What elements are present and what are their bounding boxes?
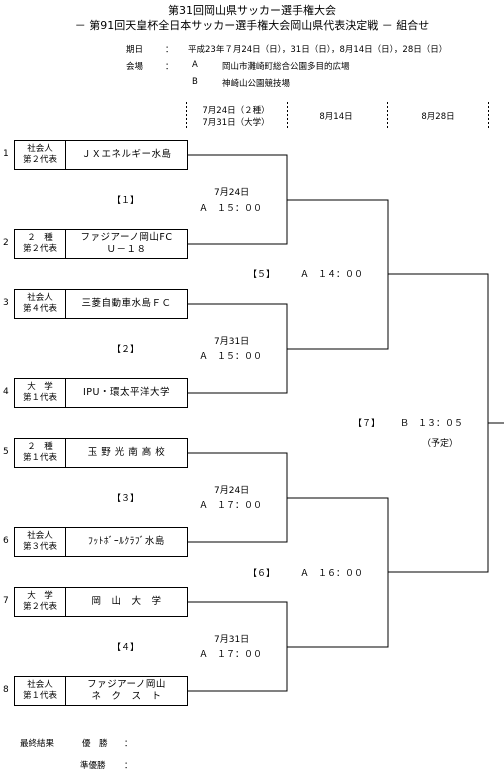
team-seed: 第１代表 [22, 393, 57, 403]
team-category: 大 学 [27, 382, 53, 392]
team-box: 大 学第２代表 岡 山 大 学 [14, 587, 188, 617]
round2-label: 8月14日 [319, 112, 353, 122]
team-box: ２ 種第１代表 玉 野 光 南 高 校 [14, 438, 188, 468]
page-subtitle: － 第91回天皇杯全日本サッカー選手権大会岡山県代表決定戦 － 組合せ [74, 19, 430, 32]
team-name: ＪＸエネルギー水島 [81, 149, 172, 160]
winner-sep: ： [124, 739, 133, 749]
team-number: 4 [3, 387, 9, 397]
match-id: 【７】 [353, 419, 381, 429]
team-number: 5 [3, 447, 9, 457]
team-category: ２ 種 [27, 442, 53, 452]
team-name: ファジアーノ岡山 [87, 679, 166, 690]
period-sep: ： [165, 45, 174, 55]
match-id: 【６】 [248, 569, 276, 579]
match-id: 【５】 [248, 270, 276, 280]
team-seed: 第２代表 [22, 244, 57, 254]
round3-label: 8月28日 [421, 112, 455, 122]
match-date: 7月31日 [214, 635, 250, 645]
venue-b-code: B [192, 77, 198, 87]
team-number: 6 [3, 536, 9, 546]
runner-up-label: 準優勝 [80, 761, 106, 771]
match-time: Ａ １５：００ [199, 352, 263, 362]
team-category: 大 学 [27, 591, 53, 601]
match-id: 【１】 [112, 196, 140, 206]
team-seed: 第３代表 [22, 542, 57, 552]
match-id: 【３】 [112, 494, 140, 504]
match-time: Ａ １６：００ [300, 569, 364, 579]
match-note: （予定） [422, 439, 459, 449]
team-box: 社会人第３代表 ﾌｯﾄﾎﾞｰﾙｸﾗﾌﾞ水島 [14, 527, 188, 557]
venue-b-name: 神崎山公園競技場 [222, 79, 291, 89]
match-date: 7月24日 [214, 486, 250, 496]
match-time: Ａ １７：００ [199, 650, 263, 660]
match-time: Ａ １５：００ [199, 204, 263, 214]
team-name: ﾌｯﾄﾎﾞｰﾙｸﾗﾌﾞ水島 [88, 536, 165, 547]
match-id: 【４】 [112, 643, 140, 653]
match-time: Ａ １４：００ [300, 270, 364, 280]
team-box: 大 学第１代表 IPU・環太平洋大学 [14, 378, 188, 408]
round1-line1: 7月24日（２種） [202, 106, 270, 116]
team-category: 社会人 [27, 144, 53, 154]
round1-line2: 7月31日（大学） [202, 118, 270, 128]
team-number: 8 [3, 685, 9, 695]
venue-a-name: 岡山市灘崎町総合公園多目的広場 [222, 62, 350, 72]
team-name-line2: ネ ク ス ト [91, 691, 162, 702]
team-seed: 第２代表 [22, 602, 57, 612]
team-category: 社会人 [27, 531, 53, 541]
venue-a-code: A [192, 60, 198, 70]
team-number: 3 [3, 298, 9, 308]
team-category: 社会人 [27, 293, 53, 303]
team-box: 社会人第１代表 ファジアーノ岡山ネ ク ス ト [14, 676, 188, 706]
team-number: 7 [3, 596, 9, 606]
team-name-line2: Ｕ－１８ [106, 244, 147, 255]
runner-up-sep: ： [124, 761, 133, 771]
team-number: 2 [3, 238, 9, 248]
team-seed: 第１代表 [22, 691, 57, 701]
winner-label: 優 勝 [82, 739, 108, 749]
period-label: 期日 [126, 45, 144, 55]
match-date: 7月31日 [214, 337, 250, 347]
page-title: 第31回岡山県サッカー選手権大会 [168, 4, 336, 17]
team-seed: 第４代表 [22, 304, 57, 314]
team-seed: 第１代表 [22, 453, 57, 463]
team-seed: 第２代表 [22, 155, 57, 165]
match-time: Ｂ １３：０５ [400, 419, 464, 429]
team-category: 社会人 [27, 680, 53, 690]
venue-sep: ： [165, 62, 174, 72]
venue-label: 会場 [126, 62, 144, 72]
team-name: 玉 野 光 南 高 校 [87, 447, 166, 458]
team-box: 社会人第２代表 ＪＸエネルギー水島 [14, 140, 188, 170]
match-id: 【２】 [112, 345, 140, 355]
team-category: ２ 種 [27, 233, 53, 243]
match-time: Ａ １７：００ [199, 501, 263, 511]
match-date: 7月24日 [214, 188, 250, 198]
team-name: ファジアーノ岡山FC [80, 232, 173, 243]
team-name: 岡 山 大 学 [91, 596, 162, 607]
team-number: 1 [3, 149, 9, 159]
team-name: IPU・環太平洋大学 [83, 387, 170, 398]
team-box: 社会人第４代表 三菱自動車水島ＦＣ [14, 289, 188, 319]
period-value: 平成23年７月24日（日），31日（日），8月14日（日），28日（日） [188, 45, 448, 55]
team-name: 三菱自動車水島ＦＣ [81, 298, 172, 309]
results-label: 最終結果 [20, 739, 55, 749]
